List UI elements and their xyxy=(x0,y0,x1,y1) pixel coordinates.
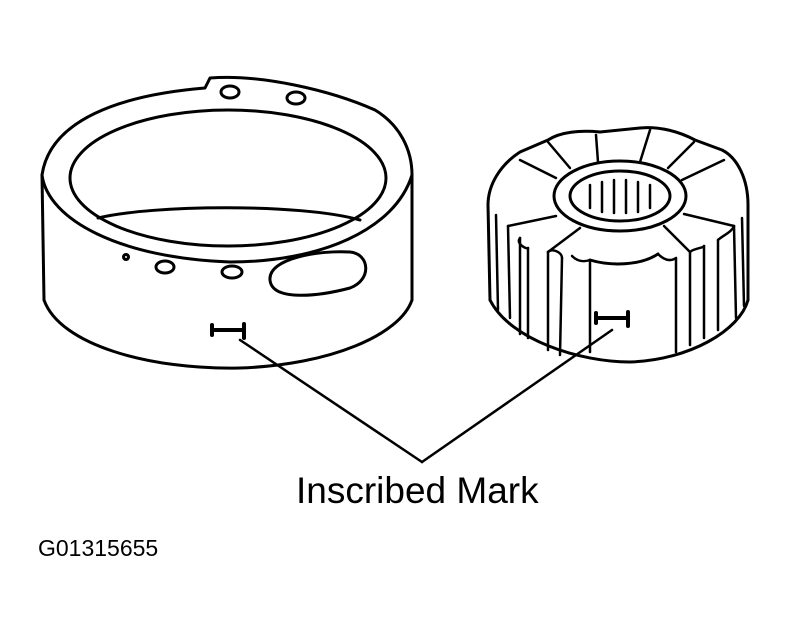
ring-top-hole xyxy=(285,90,307,106)
rotor-top-outline xyxy=(486,126,750,207)
ring-outer-rim xyxy=(40,75,414,177)
rotor-grooves xyxy=(494,213,746,357)
rotor-lobe-caps xyxy=(517,224,736,260)
splined-rotor xyxy=(486,126,750,364)
rotor-internal-splines xyxy=(588,178,652,215)
rotor-left-wall xyxy=(486,203,492,302)
figure-id: G01315655 xyxy=(38,535,159,561)
callout-label: Inscribed Mark xyxy=(296,470,539,511)
leader-line-right xyxy=(420,328,614,464)
ring-top-hole xyxy=(219,84,241,100)
ring-side-hole xyxy=(154,259,176,275)
ring-slot xyxy=(268,250,368,297)
rotor-front-panel xyxy=(588,252,660,266)
ring-inner-wall xyxy=(96,206,362,222)
ring-inner-opening xyxy=(68,108,388,248)
ring-side-hole xyxy=(220,264,244,280)
rotor-hub-outer xyxy=(552,159,688,233)
rotor-hub-bore xyxy=(568,169,672,223)
ring-inscribed-mark xyxy=(210,322,246,340)
ring-side-hole xyxy=(122,253,130,261)
rotor-top-ribs xyxy=(506,128,736,254)
rotor-inscribed-mark xyxy=(594,310,630,328)
leader-line-left xyxy=(238,338,424,464)
ring-left-wall xyxy=(40,173,46,302)
ring-housing xyxy=(40,75,414,370)
ring-bottom-edge xyxy=(42,298,414,370)
ring-front-edge xyxy=(40,173,414,264)
callout-leaders xyxy=(238,328,614,464)
